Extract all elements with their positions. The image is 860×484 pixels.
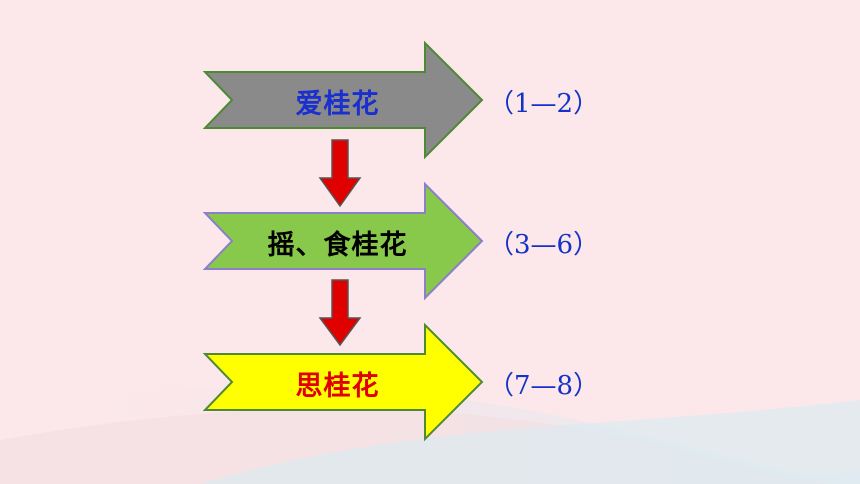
step-2-label: 摇、食桂花 bbox=[267, 230, 408, 261]
step-1-arrow-shape bbox=[202, 40, 484, 160]
step-3-label: 思桂花 bbox=[295, 371, 380, 402]
step-2-range: （3—6） bbox=[488, 230, 600, 260]
step-1-range: （1—2） bbox=[488, 89, 600, 119]
step-1-label: 爱桂花 bbox=[295, 89, 380, 120]
step-3-arrow-shape bbox=[202, 322, 484, 442]
step-2-arrow-shape bbox=[202, 181, 484, 301]
down-arrow-icon bbox=[318, 139, 362, 208]
step-3-range: （7—8） bbox=[488, 371, 600, 401]
down-arrow-icon bbox=[318, 279, 362, 347]
